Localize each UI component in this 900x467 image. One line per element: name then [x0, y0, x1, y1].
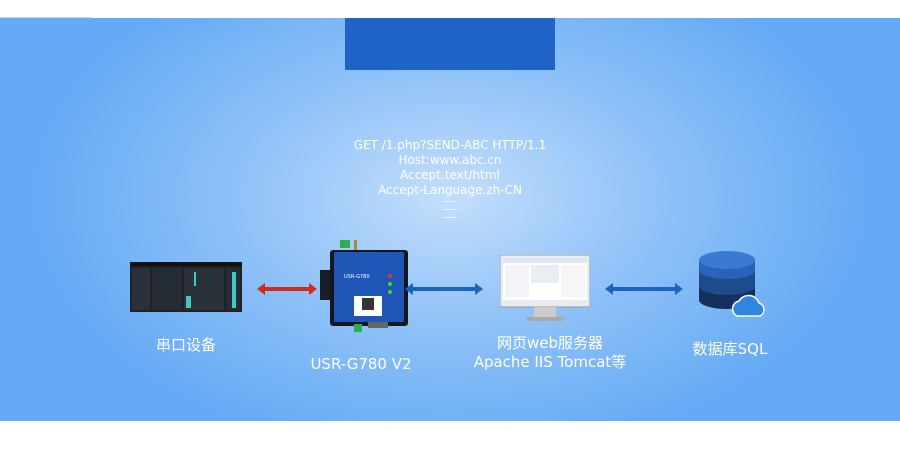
request-line: Accept.text/html [400, 168, 500, 182]
database-cloud-icon [699, 251, 765, 317]
web-server-monitor-icon [500, 255, 590, 321]
title-banner [345, 18, 555, 70]
web-server-title: 网页web服务器 [496, 334, 604, 352]
serial-device-label: 串口设备 [155, 336, 216, 354]
request-line: GET /1.php?SEND-ABC HTTP/1.1 [353, 138, 547, 152]
ellipsis-dash [443, 201, 457, 202]
bidirectional-arrow-blue [605, 283, 683, 295]
gateway-label: USR-G780 V2 [310, 355, 412, 373]
bidirectional-arrow-red [257, 283, 317, 295]
background [0, 18, 900, 421]
web-server-examples: Apache IIS Tomcat等 [473, 353, 627, 371]
request-line: Accept-Language.zh-CN [378, 183, 522, 197]
device-model-text: USR-G780 [344, 274, 370, 280]
database-label: 数据库SQL [692, 340, 768, 358]
usr-g780-gateway-icon: USR-G780 [320, 240, 408, 332]
http-request: GET /1.php?SEND-ABC HTTP/1.1 Host:www.ab… [300, 138, 600, 198]
ellipsis-dash [443, 209, 457, 210]
ellipsis-dash [443, 217, 457, 218]
plc-device-icon [130, 262, 242, 312]
web-server-label: 网页web服务器 Apache IIS Tomcat等 [455, 334, 645, 372]
request-line: Host:www.abc.cn [398, 153, 502, 167]
bidirectional-arrow-blue [405, 283, 483, 295]
divider [0, 17, 92, 18]
